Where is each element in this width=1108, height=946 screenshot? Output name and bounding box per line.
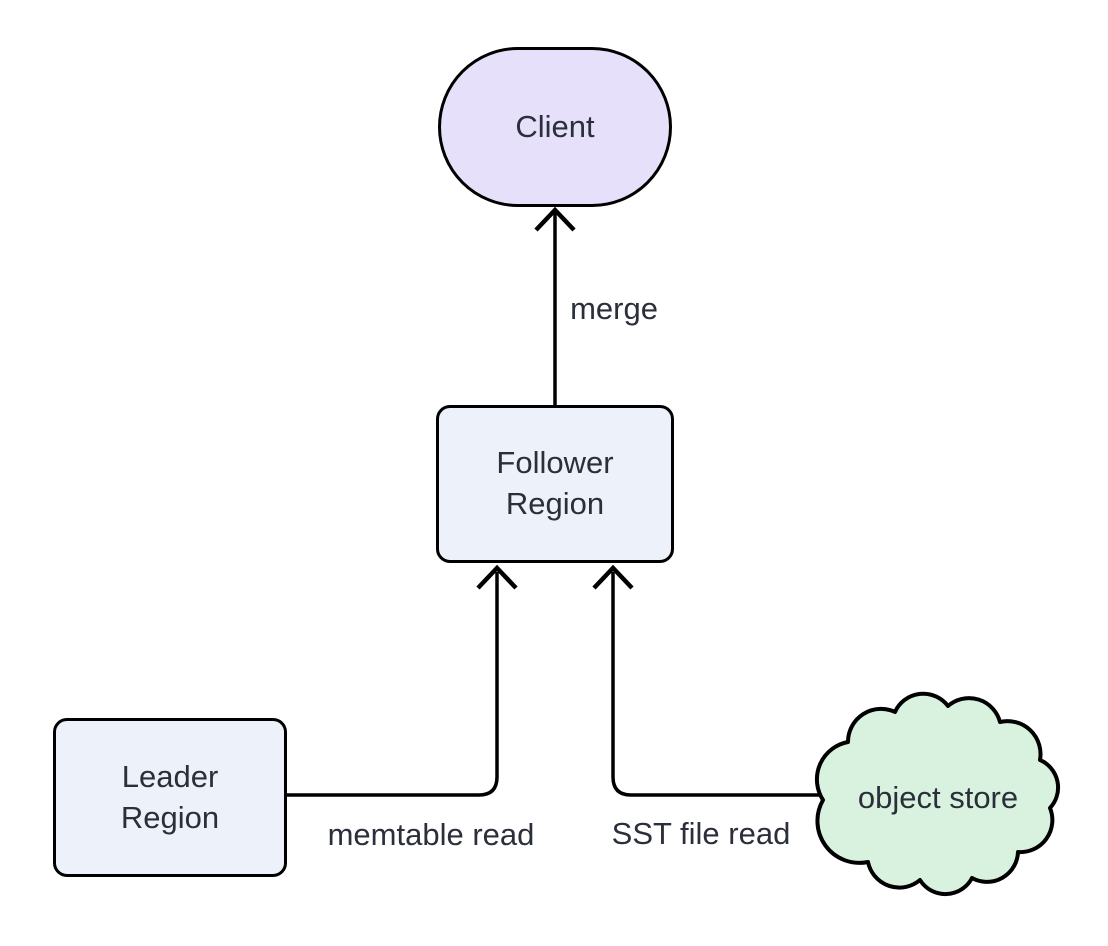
edge-sst-file-read-line	[611, 572, 830, 797]
edge-merge-arrowhead-icon	[534, 206, 576, 232]
node-leader-region: Leader Region	[53, 718, 287, 877]
node-leader-region-label: Leader Region	[120, 758, 220, 835]
edge-sst-file-read-arrowhead-icon	[592, 564, 634, 590]
node-follower-region-label: Follower Region	[496, 445, 614, 521]
node-object-store-label: object store	[857, 780, 1019, 815]
edge-memtable-read-line	[287, 572, 499, 797]
edge-label-memtable-read: memtable read	[327, 817, 535, 852]
node-follower-region: Follower Region	[436, 405, 674, 563]
node-client: Client	[438, 47, 672, 207]
edge-label-merge: merge	[570, 291, 658, 326]
node-client-label: Client	[515, 108, 595, 144]
edge-memtable-read-arrowhead-icon	[476, 564, 518, 590]
edge-label-sst-file-read: SST file read	[611, 816, 791, 851]
